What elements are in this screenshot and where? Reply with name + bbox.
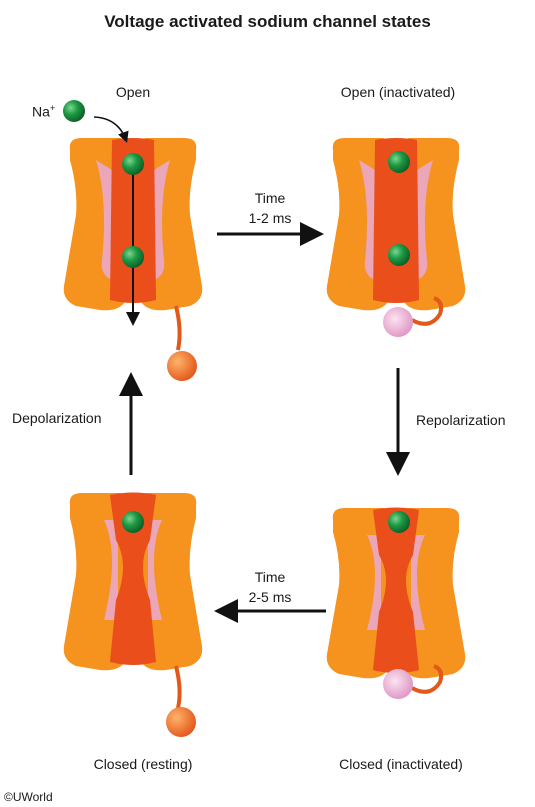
time-short-label: Time (254, 190, 286, 206)
copyright-notice: ©UWorld (4, 790, 53, 804)
label-closed-inactivated: Closed (inactivated) (339, 756, 463, 772)
time-long-value: 2-5 ms (248, 589, 292, 605)
inactivation-gate-ball (167, 351, 197, 381)
transition-time-long: Time 2-5 ms (225, 567, 315, 607)
channel-closed-resting (63, 492, 203, 737)
transition-time-short: Time 1-2 ms (225, 188, 315, 228)
channel-closed-inactivated (326, 507, 466, 699)
sodium-ion-icon (63, 100, 85, 122)
label-depolarization: Depolarization (12, 410, 102, 426)
time-short-value: 1-2 ms (248, 210, 292, 226)
diagram-title: Voltage activated sodium channel states (104, 12, 431, 31)
label-closed-resting: Closed (resting) (93, 756, 193, 772)
sodium-ion-entry (63, 100, 129, 144)
label-open: Open (115, 84, 151, 100)
channel-open (63, 138, 203, 381)
label-open-inactivated: Open (inactivated) (340, 84, 456, 100)
inactivation-ball-plugged (383, 307, 413, 337)
time-long-label: Time (254, 569, 286, 585)
sodium-ion-label: Na+ (32, 103, 56, 120)
channel-open-inactivated (326, 138, 466, 337)
label-repolarization: Repolarization (416, 412, 506, 428)
